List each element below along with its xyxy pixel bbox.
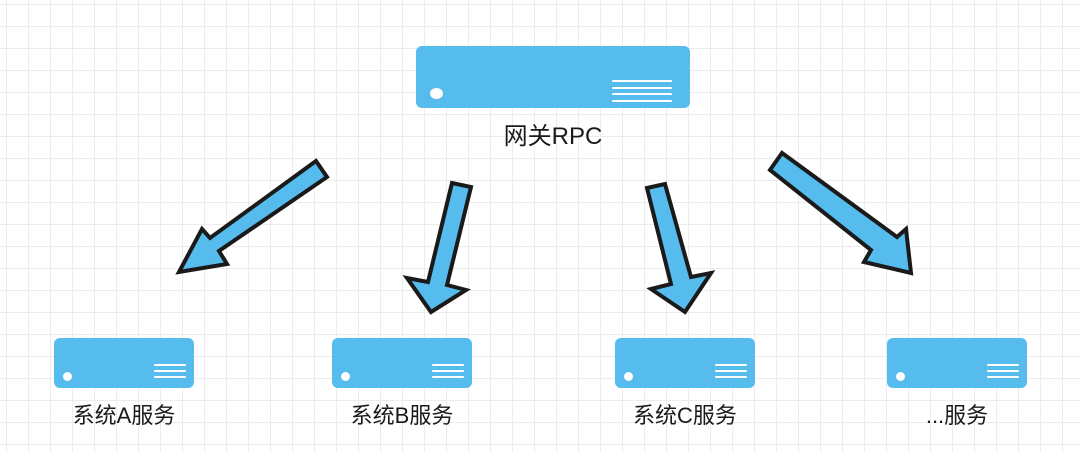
system-a-server-icon bbox=[54, 338, 194, 388]
arrow-to-system-b bbox=[402, 180, 474, 315]
more-services-label: ...服务 bbox=[925, 403, 989, 428]
server-led-icon bbox=[63, 372, 72, 381]
system-b-server-icon bbox=[332, 338, 472, 388]
server-led-icon bbox=[896, 372, 905, 381]
gateway-server-icon bbox=[416, 46, 690, 108]
server-vent-icon bbox=[154, 364, 186, 378]
server-led-icon bbox=[624, 372, 633, 381]
arrow-to-more-services bbox=[767, 150, 914, 276]
arrow-to-system-a bbox=[175, 158, 330, 275]
arrow-to-system-c bbox=[644, 181, 716, 315]
server-vent-icon bbox=[715, 364, 747, 378]
server-vent-icon bbox=[987, 364, 1019, 378]
system-a-label: 系统A服务 bbox=[72, 403, 176, 428]
gateway-label: 网关RPC bbox=[503, 123, 603, 150]
system-c-label: 系统C服务 bbox=[633, 403, 737, 428]
system-c-server-icon bbox=[615, 338, 755, 388]
server-vent-icon bbox=[612, 80, 672, 102]
server-led-icon bbox=[341, 372, 350, 381]
server-vent-icon bbox=[432, 364, 464, 378]
system-b-label: 系统B服务 bbox=[350, 403, 454, 428]
more-services-server-icon bbox=[887, 338, 1027, 388]
server-led-icon bbox=[430, 88, 443, 99]
